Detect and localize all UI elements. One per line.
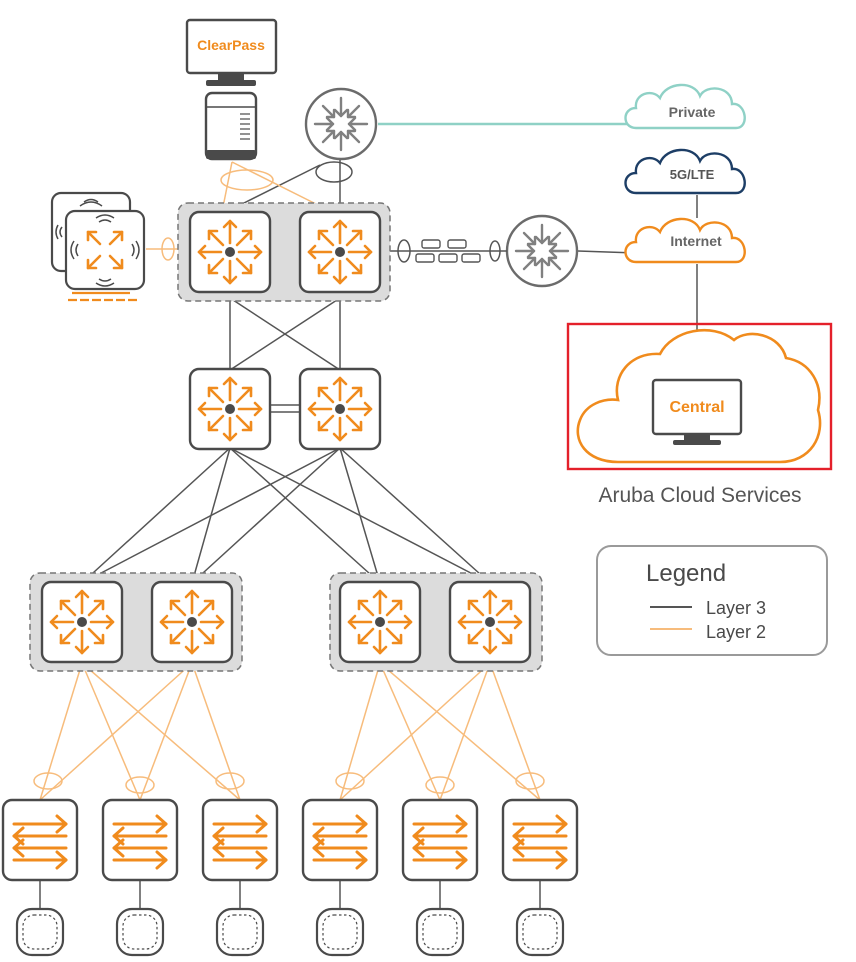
core-switch-icon[interactable] xyxy=(298,210,382,294)
central-highlight-box xyxy=(566,322,833,471)
access-switch-icon[interactable] xyxy=(101,798,179,882)
core-switch-icon[interactable] xyxy=(448,580,532,664)
core-switch-icon[interactable] xyxy=(150,580,234,664)
access-switch-icon[interactable] xyxy=(301,798,379,882)
legend: Legend Layer 3 Layer 2 xyxy=(596,545,828,656)
central-cloud[interactable]: Central xyxy=(576,328,822,464)
internet-label: Internet xyxy=(670,233,722,249)
access-point-icon[interactable] xyxy=(515,907,565,957)
access-switch-icon[interactable] xyxy=(401,798,479,882)
access-point-icon[interactable] xyxy=(50,191,146,302)
server-icon xyxy=(204,91,258,161)
wan-router-icon[interactable] xyxy=(505,214,579,288)
core-switch-icon[interactable] xyxy=(298,367,382,451)
core-switch-icon[interactable] xyxy=(188,367,272,451)
legend-layer3: Layer 3 xyxy=(706,598,766,618)
layer3-links xyxy=(39,158,698,910)
clearpass-label: ClearPass xyxy=(197,37,265,53)
core-switch-icon[interactable] xyxy=(338,580,422,664)
cloud-services-label: Aruba Cloud Services xyxy=(598,484,801,507)
layer2-links xyxy=(39,161,541,801)
lte-cloud[interactable]: 5G/LTE xyxy=(624,148,746,195)
core-switch-icon[interactable] xyxy=(40,580,124,664)
access-point-icon[interactable] xyxy=(415,907,465,957)
monitor-icon xyxy=(651,378,743,445)
central-label: Central xyxy=(669,399,724,416)
access-point-icon[interactable] xyxy=(115,907,165,957)
access-point-icon[interactable] xyxy=(315,907,365,957)
legend-title: Legend xyxy=(646,560,726,587)
chain-link-icon xyxy=(380,239,507,263)
access-switch-icon[interactable] xyxy=(501,798,579,882)
internet-cloud[interactable]: Internet xyxy=(624,217,746,264)
access-point-icon[interactable] xyxy=(15,907,65,957)
clearpass-monitor[interactable]: ClearPass xyxy=(185,18,278,86)
access-point-icon[interactable] xyxy=(215,907,265,957)
router-icon[interactable] xyxy=(304,87,378,161)
private-cloud[interactable]: Private xyxy=(624,83,746,130)
legend-layer2: Layer 2 xyxy=(706,622,766,642)
core-switch-icon[interactable] xyxy=(188,210,272,294)
access-switch-icon[interactable] xyxy=(201,798,279,882)
lte-label: 5G/LTE xyxy=(670,167,715,182)
private-label: Private xyxy=(669,104,716,120)
access-switch-icon[interactable] xyxy=(1,798,79,882)
